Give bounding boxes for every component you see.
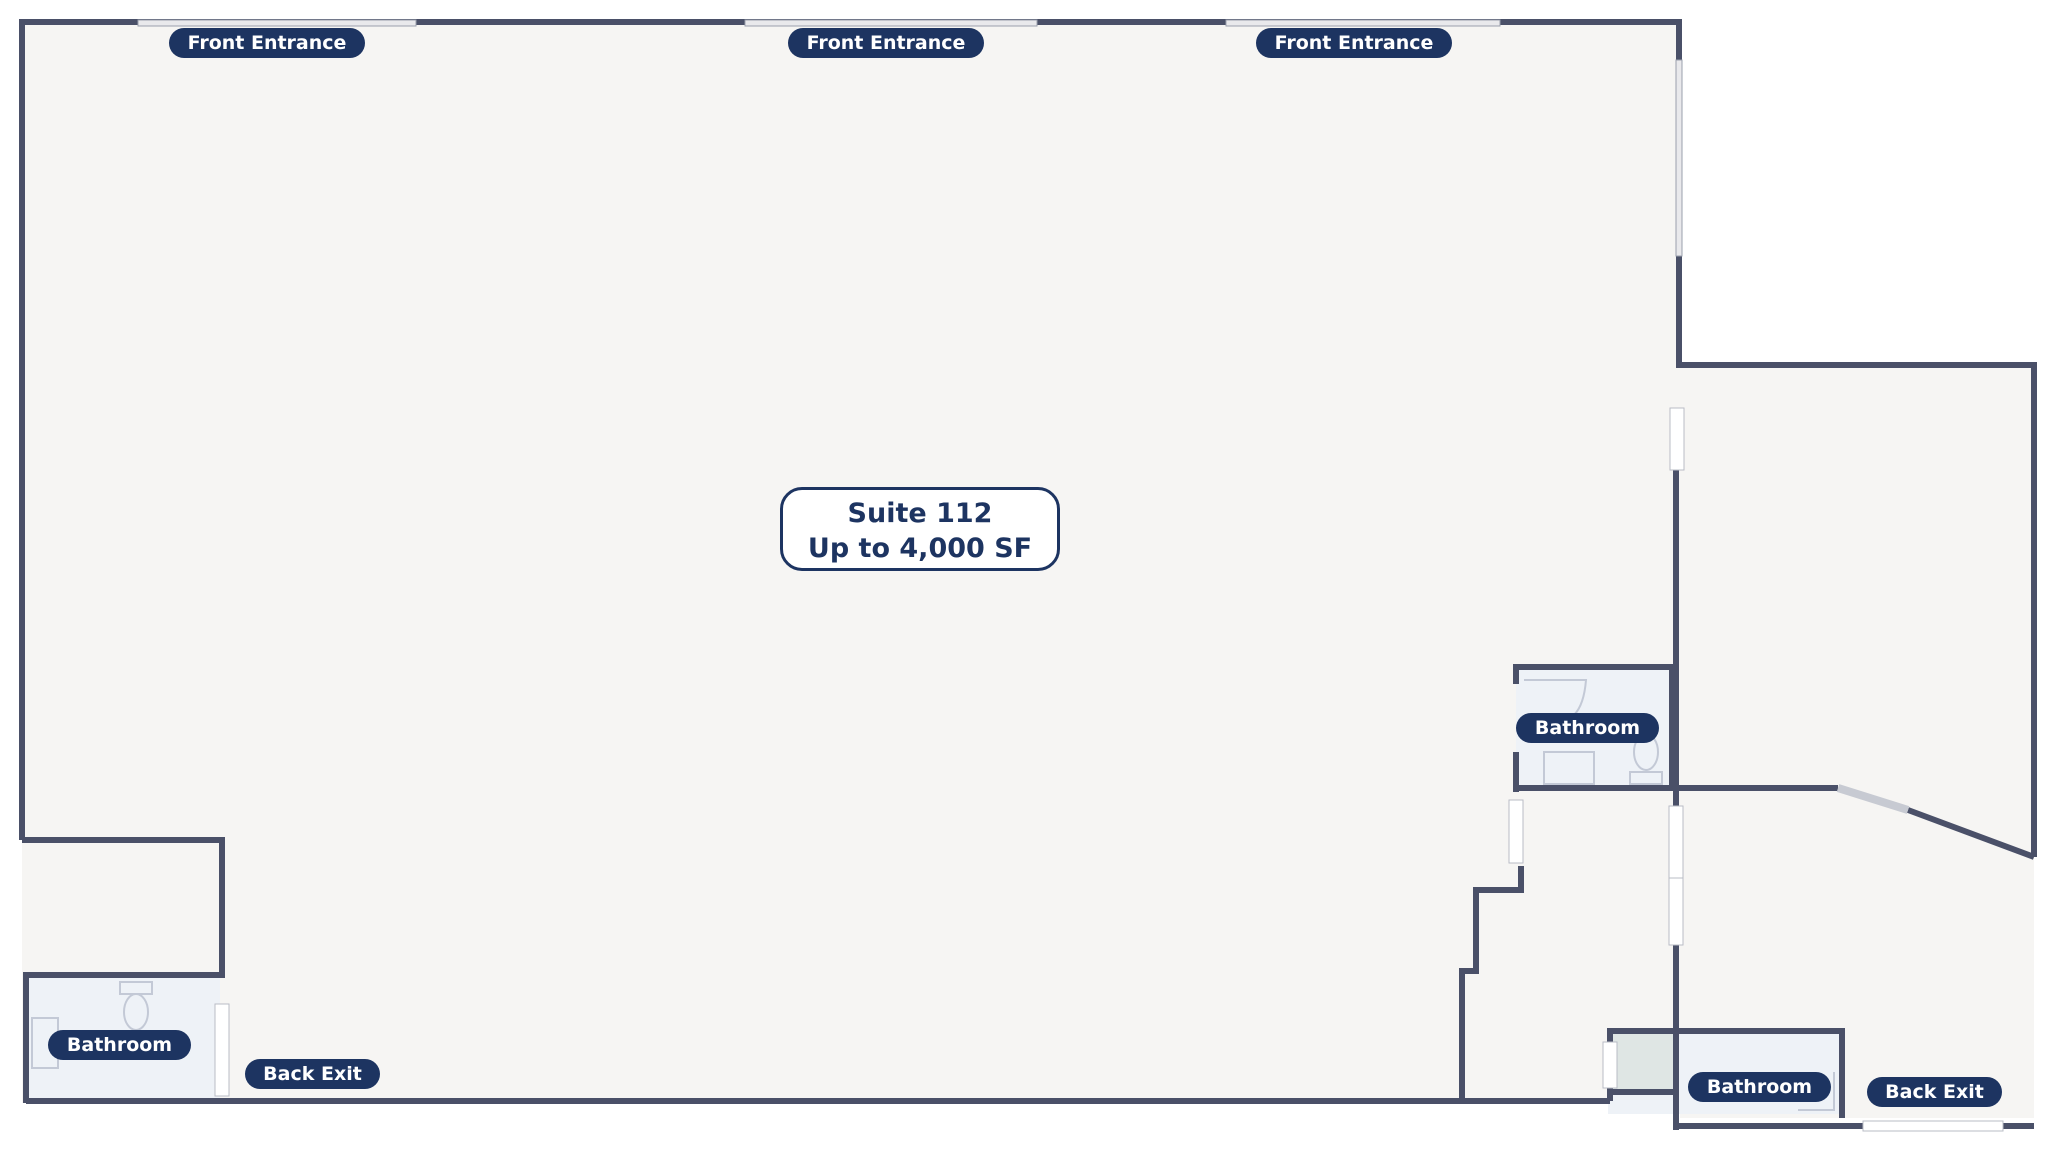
back-exit-left-label: Back Exit [245,1059,380,1089]
main-floor-area [22,24,2034,1118]
bathroom-right-upper-label: Bathroom [1516,713,1659,743]
front-entrance-left-label: Front Entrance [169,28,365,58]
wall-bath-right-upper [1513,664,1675,788]
door-vestibule [1602,1041,1618,1089]
door-central-b [1668,877,1684,946]
door-swing-upper-icon [1524,679,1588,716]
wall-step [1459,866,1524,1101]
back-exit-right-label: Back Exit [1867,1077,2002,1107]
window-center [744,19,1038,27]
suite-info-box: Suite 112 Up to 4,000 SF [780,487,1060,571]
front-entrance-center-label: Front Entrance [788,28,984,58]
vestibule-floor [1610,1034,1674,1092]
window-right [1225,19,1501,27]
door-back-right [1862,1120,2004,1132]
suite-area: Up to 4,000 SF [807,533,1033,564]
wall-left-notch [22,837,225,1103]
window-left [137,19,417,27]
door-left-bath [214,1003,230,1097]
toilet-right-upper-tank-icon [1629,771,1663,785]
door-side-upper [1669,407,1685,471]
door-diagonal [1836,784,1910,814]
door-swing-lower-icon [1798,1072,1835,1111]
door-central-a [1668,805,1684,879]
door-openings [214,407,2004,1132]
suite-name: Suite 112 [847,498,993,529]
wall-diagonal [1906,807,2036,860]
sink-right-upper-icon [1543,751,1595,785]
door-bath-upper [1508,799,1524,864]
walls [19,19,2037,1130]
bathroom-left-label: Bathroom [48,1030,191,1060]
front-entrance-right-label: Front Entrance [1256,28,1452,58]
window-side [1675,59,1683,257]
toilet-left-tank-icon [119,981,153,995]
front-windows [137,19,1683,257]
bathroom-right-lower-label: Bathroom [1688,1072,1831,1102]
